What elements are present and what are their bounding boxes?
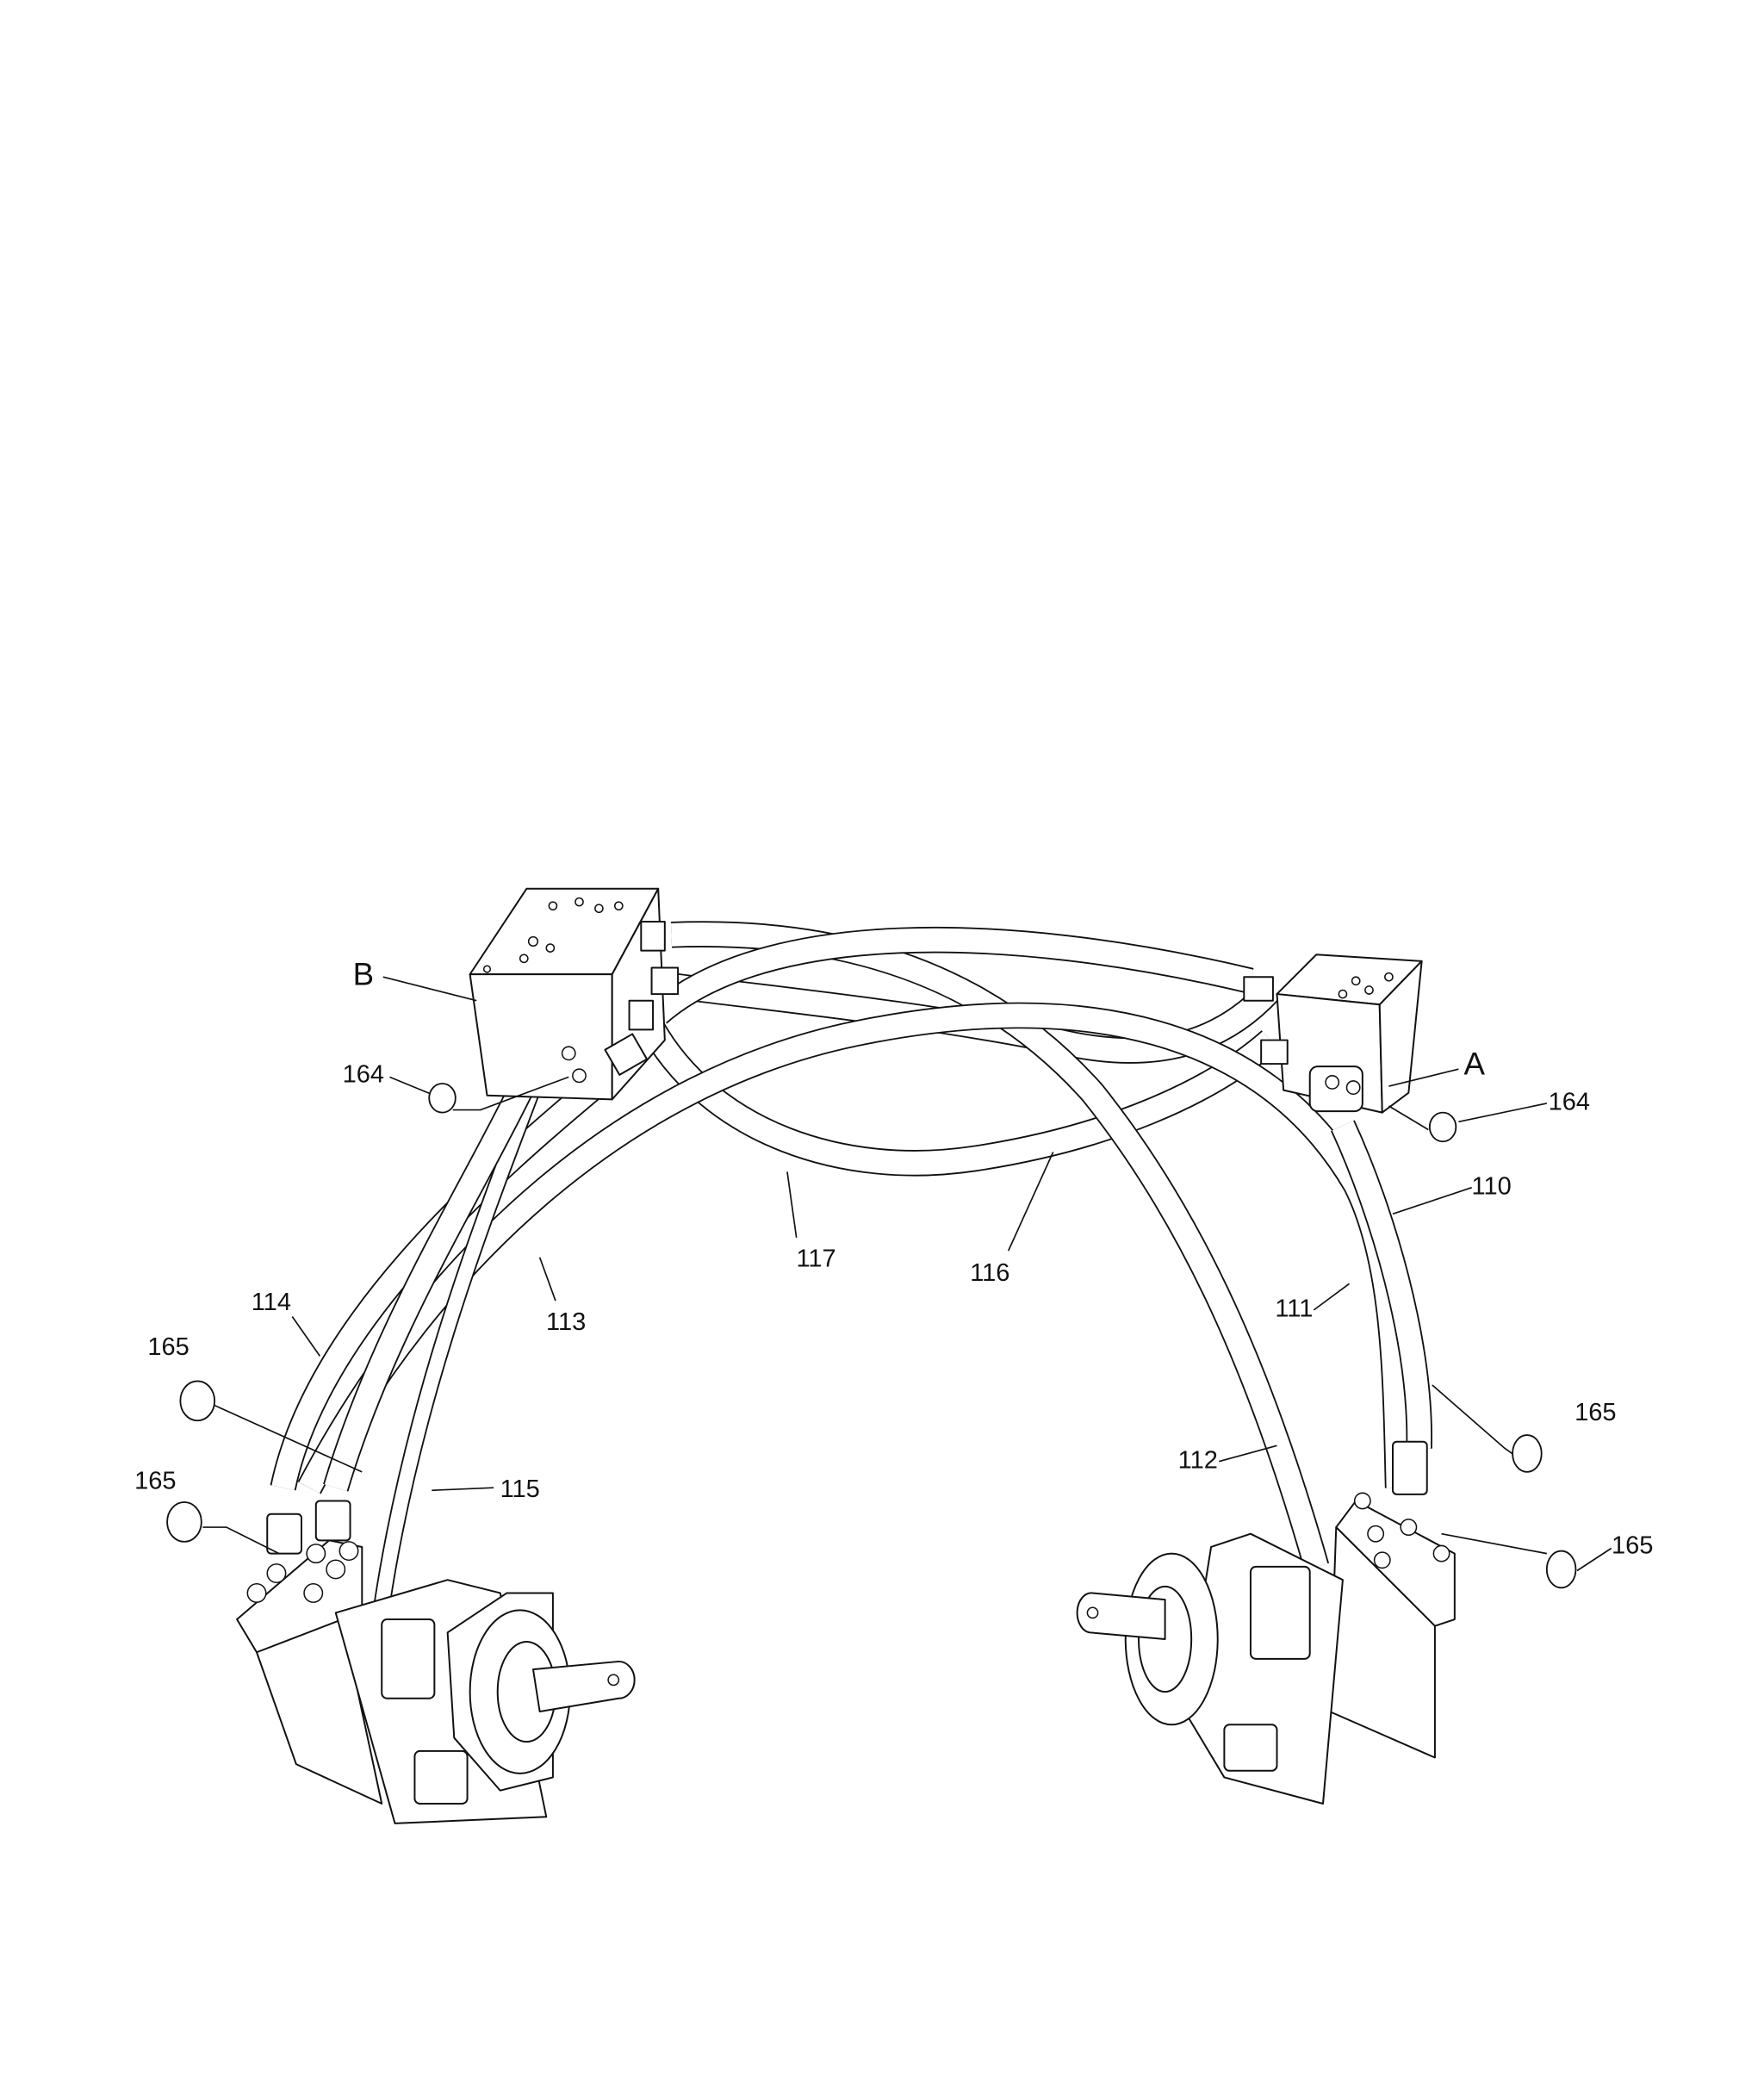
o-ring-165-right-upper xyxy=(1512,1434,1543,1473)
callout-114: 114 xyxy=(252,1289,291,1316)
callout-labels: B A 164 164 110 117 116 114 113 111 165 … xyxy=(134,956,1653,1559)
o-ring-164-left xyxy=(428,1083,457,1114)
callout-164-left: 164 xyxy=(343,1060,384,1088)
callout-115: 115 xyxy=(500,1475,540,1503)
hose-114 xyxy=(270,1056,628,1491)
callout-110: 110 xyxy=(1471,1172,1511,1200)
o-ring-165-left-lower xyxy=(166,1501,202,1543)
o-ring-165-right-lower xyxy=(1545,1550,1577,1589)
callout-111: 111 xyxy=(1275,1295,1313,1323)
bolt-group-left xyxy=(246,1500,359,1603)
callout-165-left-upper: 165 xyxy=(147,1333,189,1361)
right-hydraulic-motor xyxy=(1076,1440,1456,1805)
left-hydraulic-motor xyxy=(236,1500,636,1824)
bolt-group-right xyxy=(1353,1440,1450,1569)
o-ring-165-left-upper xyxy=(179,1380,216,1422)
callout-112: 112 xyxy=(1178,1446,1218,1474)
hoses xyxy=(270,921,1432,1608)
valve-block-B xyxy=(469,887,680,1101)
hose-117 xyxy=(640,1020,1280,1177)
valve-block-A xyxy=(1243,954,1423,1114)
callout-165-right-lower: 165 xyxy=(1612,1532,1653,1560)
callout-113: 113 xyxy=(546,1308,586,1336)
callout-165-right-upper: 165 xyxy=(1575,1399,1616,1426)
callout-164-right: 164 xyxy=(1549,1089,1590,1116)
o-ring-164-right xyxy=(1428,1111,1457,1143)
hose-crossing-to-A xyxy=(649,926,1254,1024)
hose-110 xyxy=(1331,1120,1432,1449)
callout-116: 116 xyxy=(970,1259,1009,1287)
label-B: B xyxy=(353,956,374,991)
callout-leaders xyxy=(202,976,1612,1572)
o-rings xyxy=(166,1083,1577,1589)
callout-165-left-lower: 165 xyxy=(134,1468,176,1495)
label-A: A xyxy=(1464,1046,1486,1081)
callout-117: 117 xyxy=(796,1245,835,1272)
